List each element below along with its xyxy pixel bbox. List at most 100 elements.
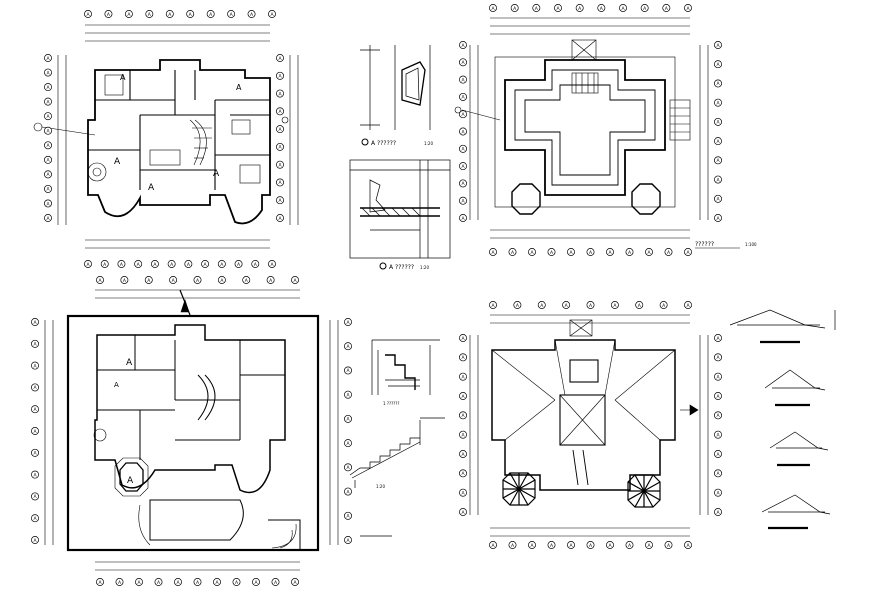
grid-axis-marker [714,334,722,342]
grid-axis-label: A [628,250,632,256]
grid-axis-marker [459,92,467,101]
grid-axis-label: A [278,127,282,133]
grid-axis-label: A [716,432,720,438]
grid-axis-marker [31,405,39,414]
grid-axis-label: A [716,81,720,87]
grid-axis-label: A [491,303,495,309]
grid-axis-label: A [511,250,515,256]
room-mark: A [148,183,155,193]
grid-axis-marker [714,156,722,165]
exterior-walls [87,59,271,225]
grid-axis-marker [44,126,52,135]
plan-caption: ?????? [695,241,714,248]
grid-axis-marker [606,248,614,256]
grid-axis-label: A [461,216,465,222]
grid-axis-label: A [461,452,465,458]
grid-axis-marker [635,301,644,309]
grid-axis-marker [508,248,517,256]
grid-axis-marker [459,353,467,362]
grid-axis-label: A [686,303,690,309]
grid-axis-label: A [86,12,90,18]
grid-axis-label: A [127,12,131,18]
site-plan [44,289,339,571]
grid-axis-marker [562,301,571,309]
grid-axis-marker [714,450,722,458]
grid-axis-label: A [46,201,50,207]
grid-axis-label: A [278,216,282,222]
grid-axis-marker [459,214,467,222]
grid-axis-label: A [491,543,495,549]
grid-axis-label: A [550,543,554,549]
grid-axis-label: A [346,538,350,544]
grid-axis-label: A [137,262,141,268]
grid-axis-label: A [716,139,720,145]
grid-axis-label: A [220,262,224,268]
grid-axis-marker [242,276,251,284]
grid-axis-marker [44,170,52,179]
grid-axis-label: A [46,143,50,149]
grid-axis-label: A [667,543,671,549]
grid-axis-label: A [461,432,465,438]
grid-axis-marker [96,276,104,284]
grid-axis-marker [135,578,143,586]
grid-axis-label: A [196,580,200,586]
roof-profiles [729,309,836,530]
grid-axis-label: A [461,510,465,516]
grid-axis-marker [459,41,467,49]
grid-axis-label: A [278,180,282,186]
grid-axis-marker [459,75,467,84]
grid-axis-label: A [461,490,465,496]
grid-axis-marker [662,4,671,12]
grid-axis-marker [124,10,133,18]
roof-plan [469,314,709,537]
ground-floor-plan [33,24,299,249]
grid-axis-label: A [461,129,465,135]
grid-axis-marker [537,301,546,309]
grid-axis-marker [532,4,541,12]
grid-axis-marker [117,260,126,268]
grid-axis-marker [344,487,352,496]
grid-axis-label: A [461,471,465,477]
grid-axis-label: A [153,262,157,268]
grid-axis-marker [344,318,352,326]
grid-axis-marker [44,184,52,193]
grid-axis-label: A [491,250,495,256]
grid-axis-marker [459,162,467,171]
grid-axis-marker [276,107,284,116]
grid-axis-label: A [461,43,465,49]
grid-axis-marker [186,10,195,18]
grid-axis-label: A [46,129,50,135]
grid-axis-marker [714,372,722,381]
grid-axis-marker [714,214,722,222]
window-detail-caption: A ?????? 1:20 [361,138,433,147]
grid-axis-label: A [491,6,495,12]
stair-caption: 1 ?????? [383,401,400,406]
grid-axis-label: A [530,250,534,256]
grid-axis-label: A [107,12,111,18]
grid-axis-label: A [540,303,544,309]
grid-axis-label: A [621,6,625,12]
grid-axis-marker [597,4,606,12]
grid-axis-label: A [716,355,720,361]
grid-axis-marker [714,175,722,184]
grid-axis-label: A [716,158,720,164]
grid-axis-label: A [33,516,37,522]
grid-axis-marker [714,79,722,88]
room-mark: A [126,358,133,368]
grid-axis-label: A [278,109,282,115]
grid-axis-label: A [578,6,582,12]
grid-axis-marker [31,492,39,501]
grid-axis-marker [344,414,352,423]
grid-axis-label: A [461,199,465,205]
fixture [231,119,251,135]
grid-axis-label: A [461,60,465,66]
grid-axis-label: A [716,177,720,183]
grid-axis-marker [684,541,692,549]
grid-axis-marker [206,10,215,18]
grid-axis-marker [459,450,467,458]
grid-axis-marker [344,439,352,448]
